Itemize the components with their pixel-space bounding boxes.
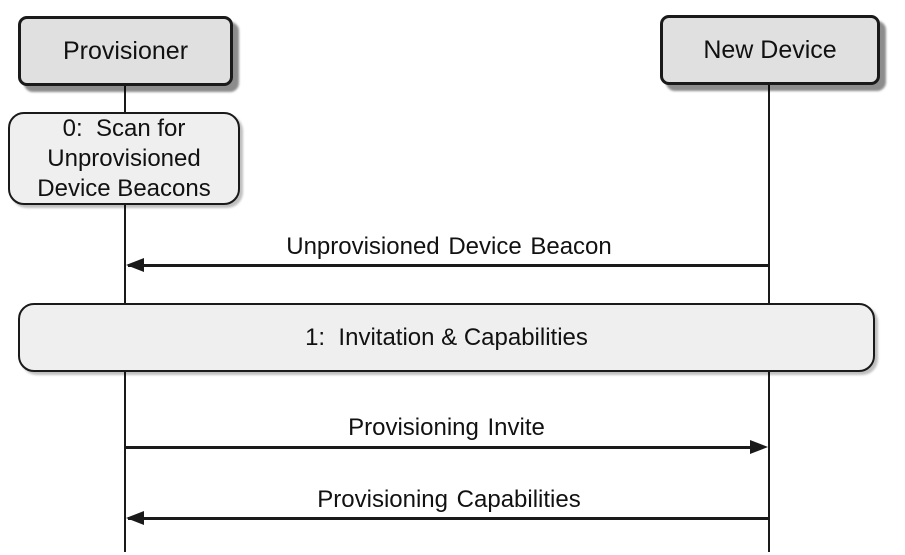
activity-box-invitation-capabilities: 1: Invitation & Capabilities	[18, 303, 875, 372]
activity-box-scan-for-beacons: 0: Scan for Unprovisioned Device Beacons	[8, 112, 240, 205]
message-label-provisioning-invite: Provisioning Invite	[348, 414, 545, 441]
actor-box-provisioner: Provisioner	[18, 16, 233, 86]
activity-label-invitation-capabilities: 1: Invitation & Capabilities	[305, 323, 588, 351]
message-line-provisioning-capabilities	[128, 517, 770, 520]
arrowhead-left-icon	[126, 258, 144, 272]
arrowhead-right-icon	[750, 440, 768, 454]
actor-label-new-device: New Device	[703, 35, 837, 64]
message-label-provisioning-capabilities: Provisioning Capabilities	[317, 486, 581, 513]
actor-label-provisioner: Provisioner	[62, 36, 189, 65]
arrowhead-left-icon	[126, 511, 144, 525]
activity-label-scan-for-beacons: 0: Scan for Unprovisioned Device Beacons	[37, 114, 211, 202]
message-line-provisioning-invite	[125, 446, 755, 449]
message-label-unprovisioned-device-beacon: Unprovisioned Device Beacon	[286, 233, 612, 260]
actor-box-new-device: New Device	[660, 15, 880, 85]
message-line-unprovisioned-device-beacon	[128, 264, 770, 267]
